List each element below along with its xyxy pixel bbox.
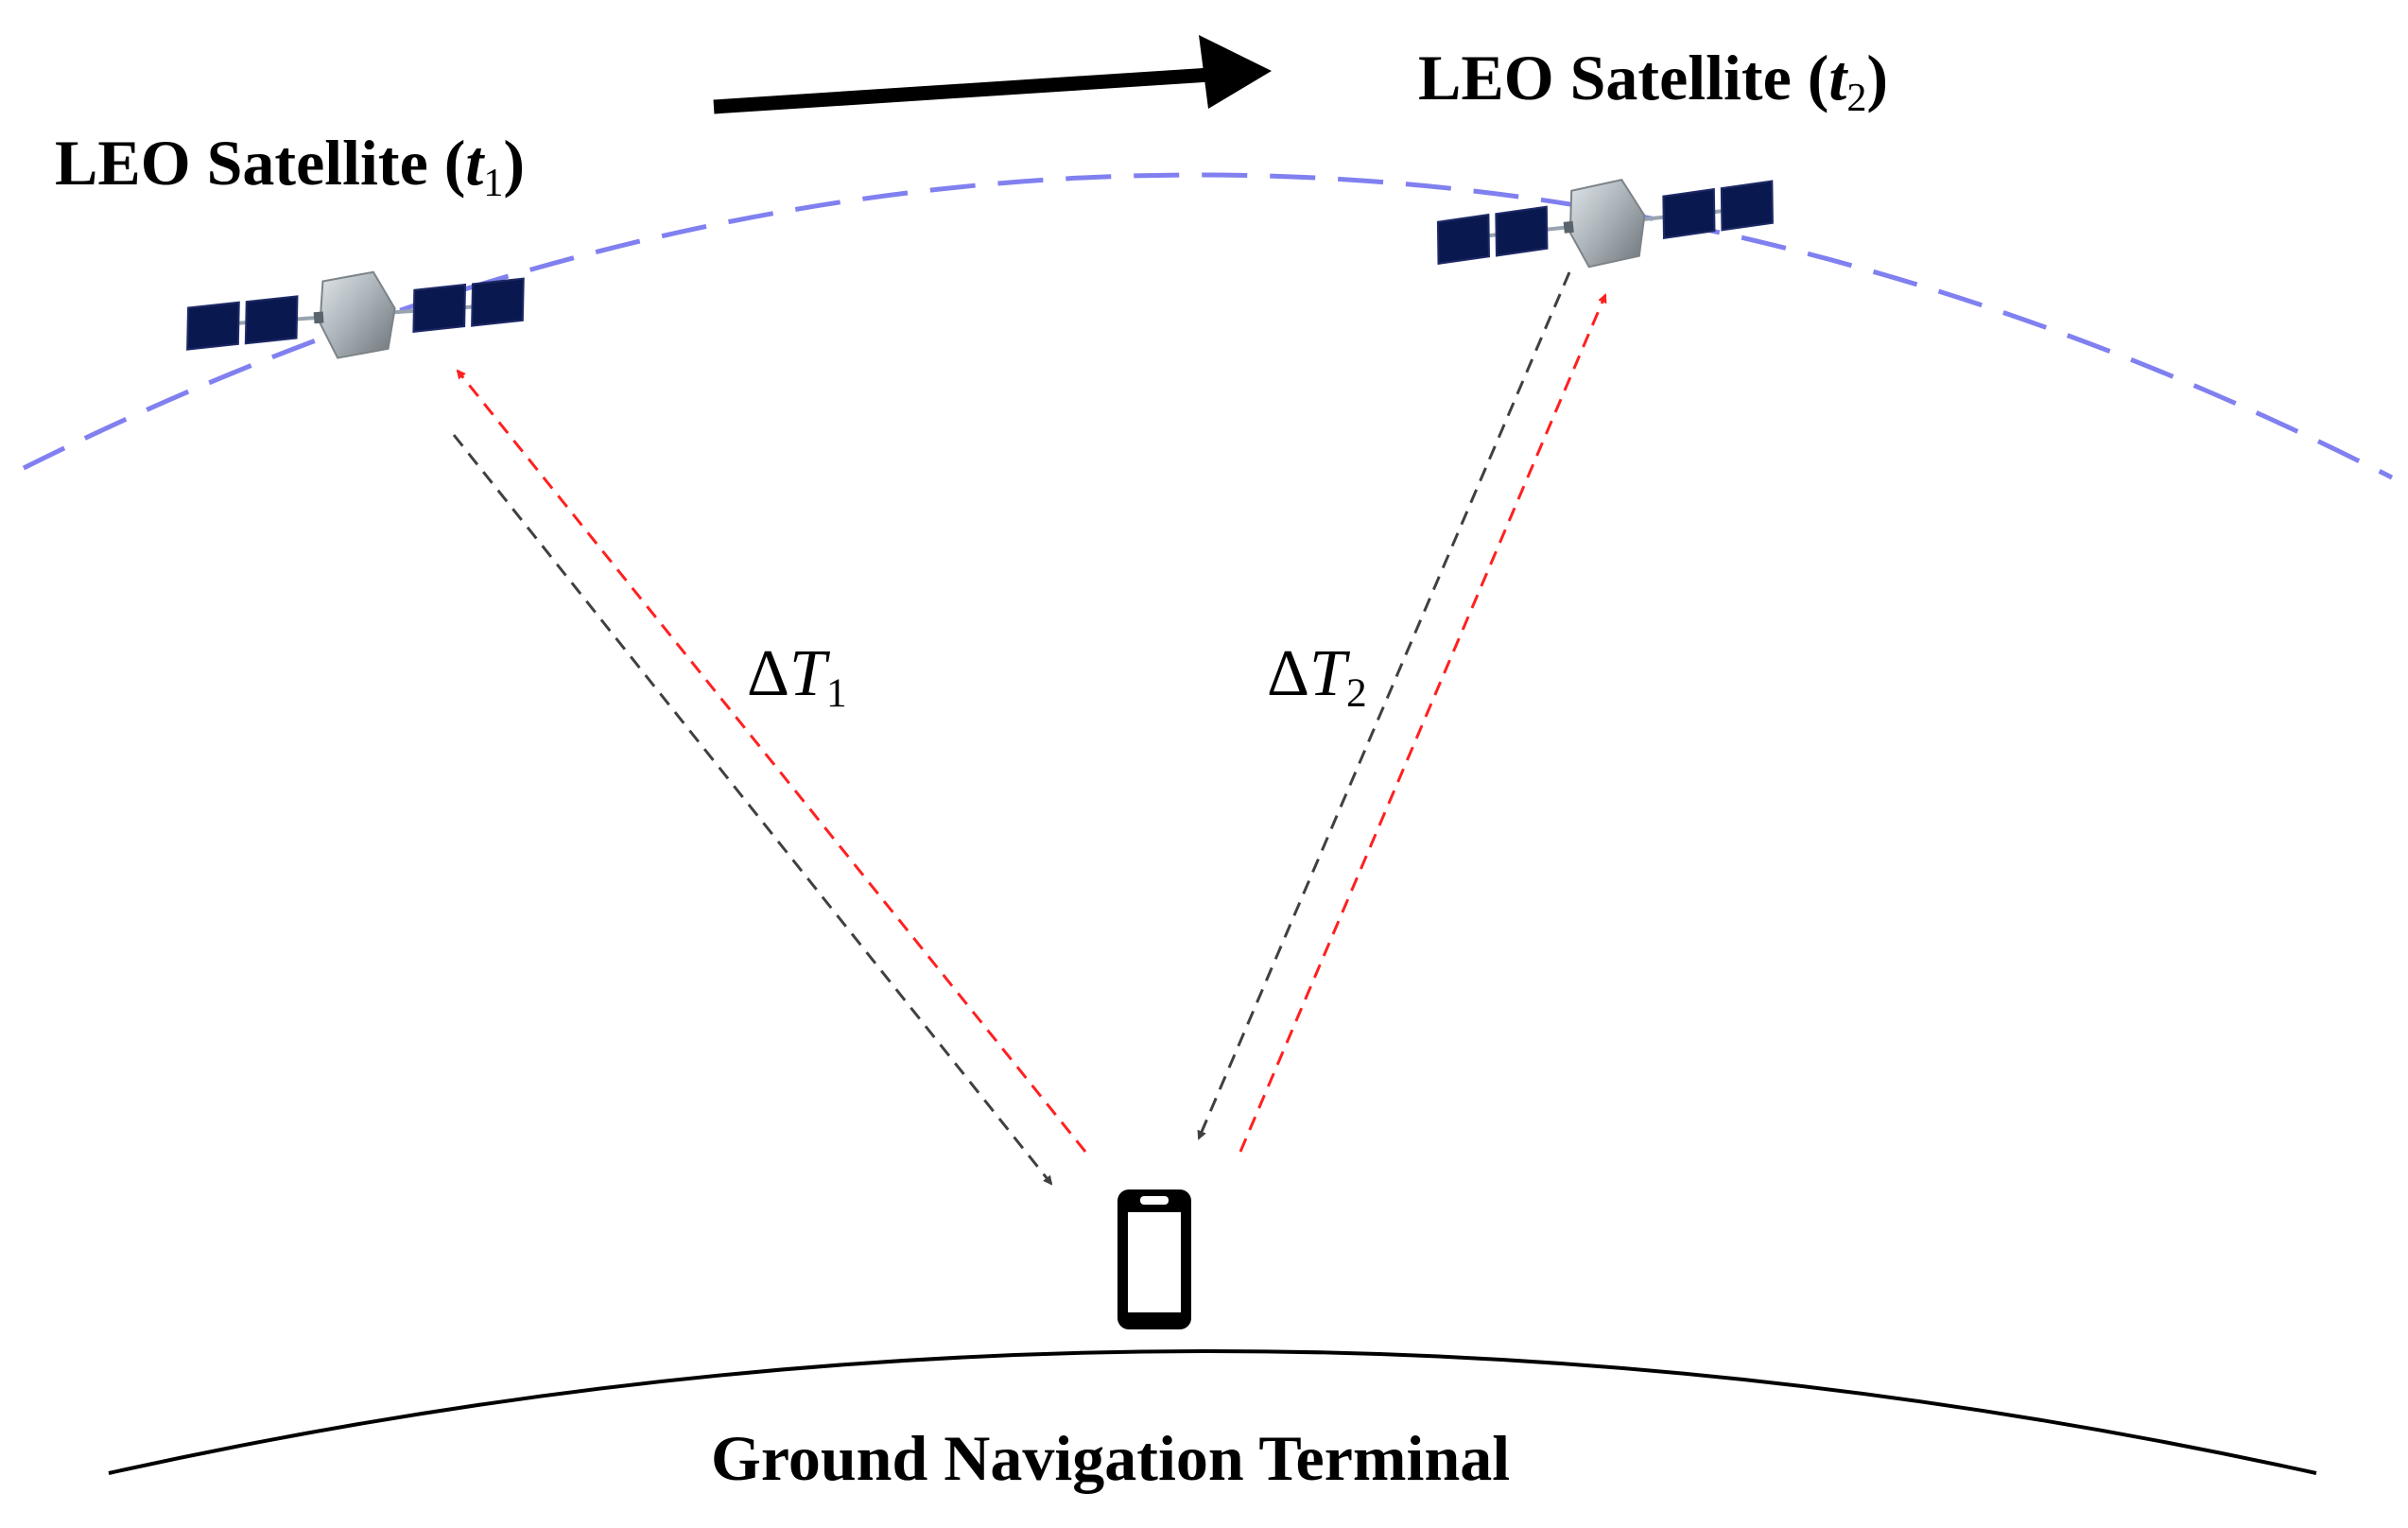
satellite-label-t2: LEO Satellite (t2): [1418, 42, 1889, 120]
orbit-path: [22, 172, 2394, 480]
downlink-signal-2: [1197, 271, 1571, 1140]
satellite-icon: [186, 270, 525, 359]
delay-label-2: ΔT2: [1267, 637, 1367, 717]
satellite-icon: [1436, 179, 1774, 269]
delay-label-1: ΔT1: [747, 637, 847, 717]
satellite-label-t1: LEO Satellite (t1): [55, 127, 526, 205]
ground-terminal-label: Ground Navigation Terminal: [711, 1422, 1511, 1494]
smartphone-icon: [1117, 1189, 1191, 1329]
uplink-signal-1: [456, 369, 1087, 1153]
uplink-signal-2: [1239, 293, 1607, 1153]
ground-surface: [108, 1349, 2317, 1475]
downlink-signal-1: [452, 434, 1053, 1186]
motion-arrow-icon: [713, 35, 1272, 114]
